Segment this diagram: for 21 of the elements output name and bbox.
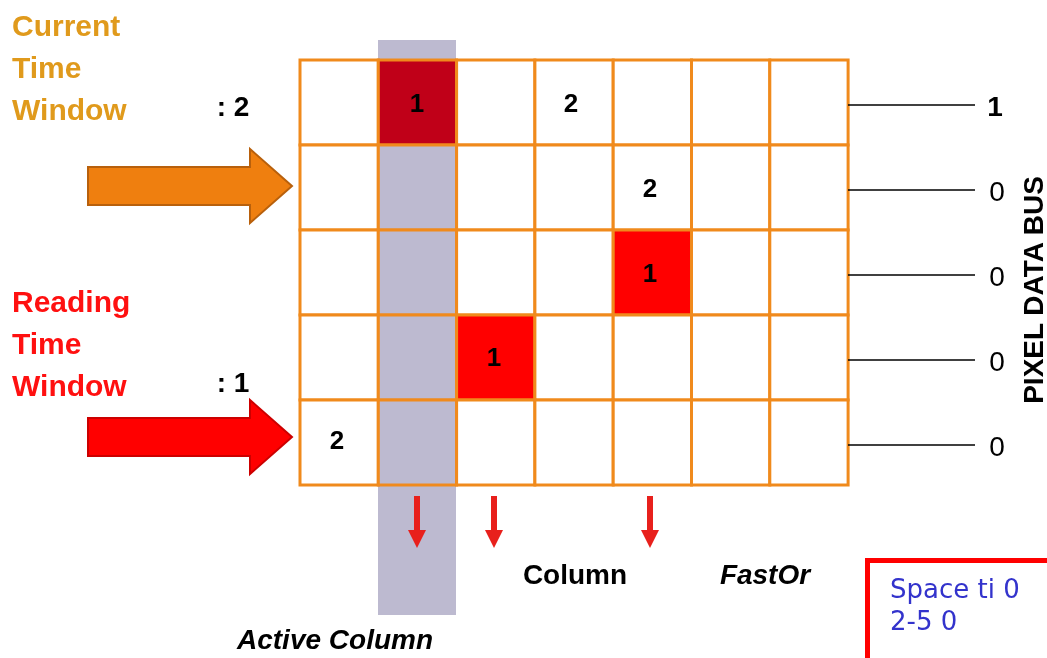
- window-label: Reading Time Window: [12, 284, 132, 404]
- cell-value: 1: [409, 87, 425, 119]
- axis-label: Column: [522, 559, 628, 591]
- bus-bit: 0: [989, 176, 1005, 208]
- window-label: Current Time Window: [12, 8, 128, 128]
- cell-value: 2: [329, 424, 345, 456]
- text-box: [865, 558, 1047, 658]
- bus-label: PIXEL DATA BUS: [1018, 176, 1047, 404]
- cell-value: 1: [642, 257, 658, 289]
- cell-value: 2: [563, 87, 579, 119]
- window-value: : 1: [216, 367, 250, 399]
- bus-bit: 0: [989, 261, 1005, 293]
- bus-bit: 0: [989, 346, 1005, 378]
- window-value: : 2: [216, 91, 250, 123]
- bus-bit: 1: [987, 91, 1003, 123]
- bus-bit: 0: [989, 431, 1005, 463]
- axis-label: FastOr: [719, 559, 811, 591]
- cell-value: 1: [486, 341, 502, 373]
- cell-value: 2: [642, 172, 658, 204]
- note-text: Space ti 0 2-5 0: [890, 573, 1021, 637]
- band-label: Active Column: [237, 624, 433, 656]
